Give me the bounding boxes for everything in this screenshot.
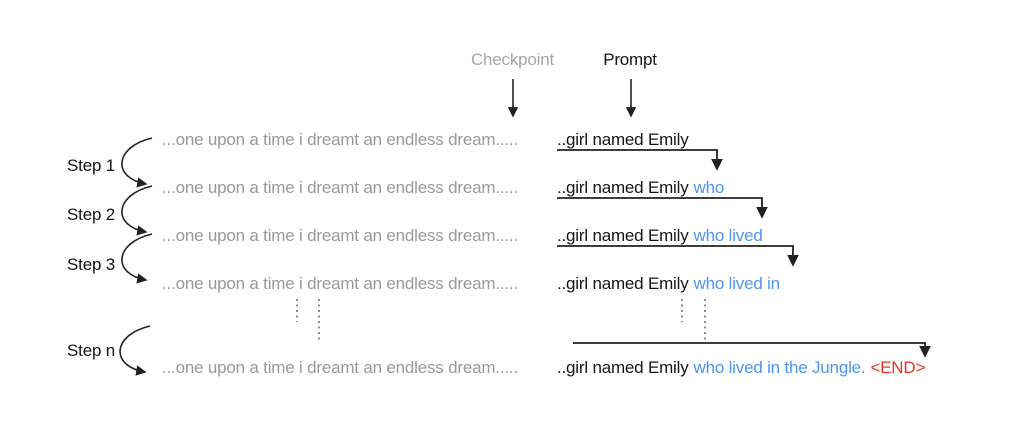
step-1-curve-arrow	[121, 137, 153, 188]
generated-tokens: who lived in the Jungle.	[693, 358, 866, 377]
checkpoint-text-row4: ...one upon a time i dreamt an endless d…	[162, 274, 518, 293]
checkpoint-text-row3: ...one upon a time i dreamt an endless d…	[162, 226, 518, 245]
checkpoint-text-row2: ...one upon a time i dreamt an endless d…	[162, 178, 518, 197]
prompt-tokens: ..girl named Emily	[557, 130, 689, 149]
prompt-label: Prompt	[603, 50, 657, 69]
token-arrow-step2	[557, 197, 768, 219]
prompt-tokens: ..girl named Emily	[557, 274, 689, 293]
token-arrow-step1	[557, 149, 723, 171]
ellipsis-dots-left-tall	[318, 299, 320, 340]
step-2-curve-arrow	[121, 185, 153, 236]
step-2-label: Step 2	[67, 205, 115, 224]
ellipsis-dots-left-short	[296, 299, 298, 322]
prompt-tokens: ..girl named Emily	[557, 358, 689, 377]
token-arrow-step-n	[573, 342, 931, 358]
ellipsis-dots-right-short	[681, 299, 683, 322]
step-1-label: Step 1	[67, 156, 115, 175]
checkpoint-label: Checkpoint	[470, 50, 555, 69]
generated-tokens: who	[693, 178, 725, 197]
generated-tokens: who lived in	[693, 274, 781, 293]
checkpoint-text-row-n: ...one upon a time i dreamt an endless d…	[162, 358, 518, 377]
step-3-label: Step 3	[67, 255, 115, 274]
ellipsis-dots-right-tall	[704, 299, 706, 340]
prompt-tokens: ..girl named Emily	[557, 226, 689, 245]
prompt-text-row1: ..girl named Emily	[557, 129, 699, 151]
step-n-curve-arrow	[119, 325, 151, 376]
token-arrow-step3	[557, 245, 799, 267]
checkpoint-text-row1: ...one upon a time i dreamt an endless d…	[162, 130, 518, 149]
prompt-tokens: ..girl named Emily	[557, 178, 689, 197]
generated-tokens: who lived	[693, 226, 763, 245]
step-n-label: Step n	[67, 341, 115, 360]
end-token: <END>	[870, 358, 926, 377]
step-3-curve-arrow	[121, 233, 153, 284]
